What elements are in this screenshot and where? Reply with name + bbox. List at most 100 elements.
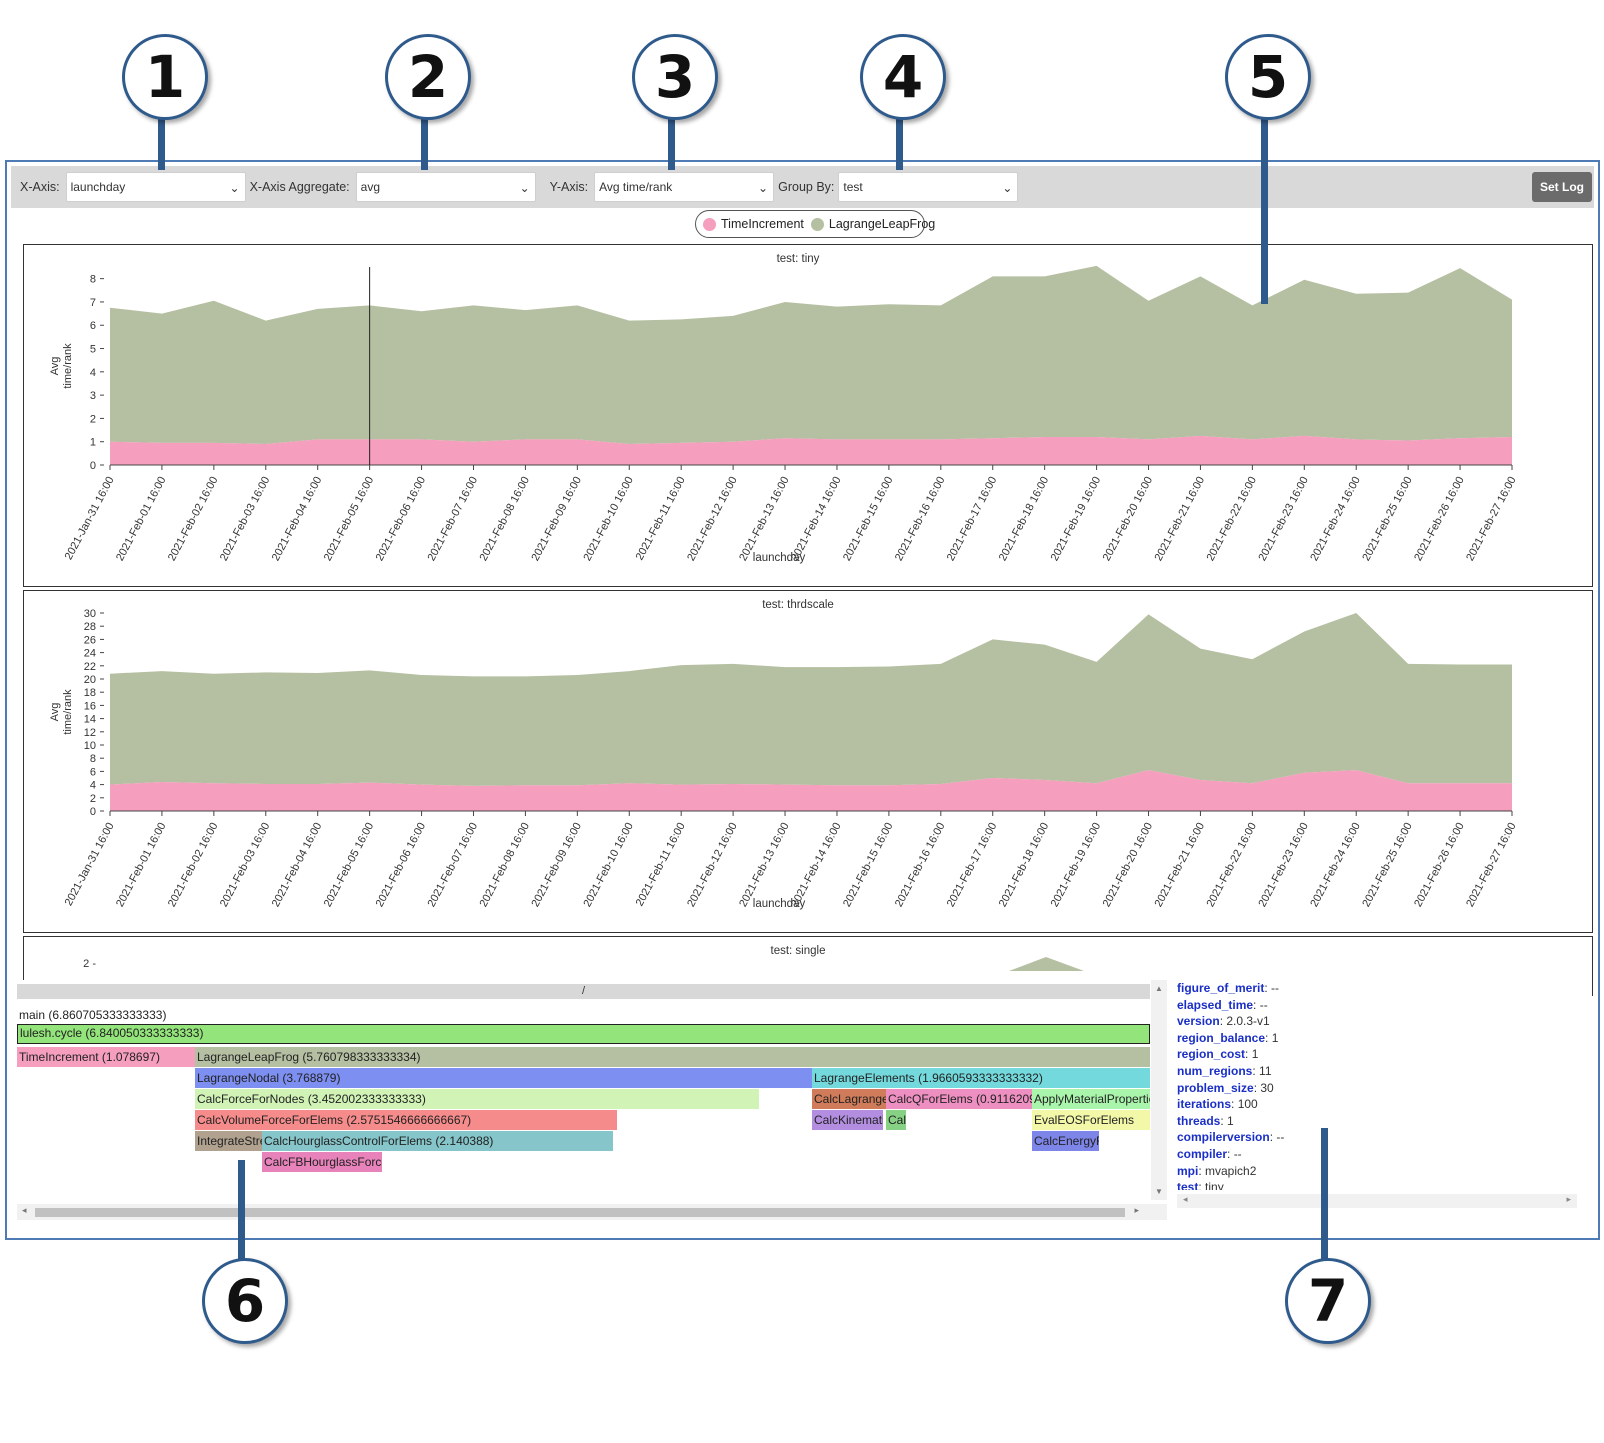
toolbar: X-Axis: launchday ⌄ X-Axis Aggregate: av… — [11, 166, 1594, 208]
x-tick: 2021-Feb-26 16:00 — [1412, 465, 1467, 563]
x-agg-select[interactable]: avg ⌄ — [355, 172, 536, 202]
flame-node[interactable]: CalcVolumeForceForElems (2.5751546666666… — [195, 1110, 617, 1130]
flame-node[interactable]: LagrangeElements (1.9660593333333332) — [812, 1068, 1150, 1088]
x-tick: 2021-Feb-09 16:00 — [529, 811, 584, 909]
scroll-left-icon[interactable]: ◂ — [1183, 1194, 1188, 1204]
scrollbar-thumb[interactable] — [35, 1208, 1125, 1217]
flame-node[interactable]: CalcKinematicsForElems — [812, 1110, 883, 1130]
legend-item-timeincrement[interactable]: TimeIncrement — [696, 217, 804, 231]
y-tick: 6 — [90, 766, 104, 778]
flame-node[interactable]: IntegrateStressForElems — [195, 1131, 262, 1151]
x-agg-label: X-Axis Aggregate: — [249, 180, 350, 194]
y-tick-label: 6 — [90, 766, 96, 778]
x-tick: 2021-Feb-07 16:00 — [426, 465, 480, 563]
y-tick: 7 — [90, 297, 104, 309]
x-tick-label: 2021-Feb-14 16:00 — [789, 475, 844, 563]
metadata-value: -- — [1271, 981, 1280, 995]
flame-node[interactable]: TimeIncrement (1.078697) — [17, 1047, 195, 1067]
legend-item-lagrangeleapfrog[interactable]: LagrangeLeapFrog — [804, 217, 935, 231]
flame-node[interactable]: Calc — [886, 1110, 906, 1130]
metadata-key: iterations — [1177, 1097, 1232, 1112]
y-tick-label: 10 — [84, 740, 96, 752]
x-tick-label: 2021-Feb-09 16:00 — [529, 821, 584, 909]
x-tick: 2021-Feb-17 16:00 — [945, 811, 999, 909]
flame-node[interactable]: LagrangeNodal (3.768879) — [195, 1068, 812, 1088]
y-axis-select[interactable]: Avg time/rank ⌄ — [594, 172, 775, 202]
chart-thrdscale: test: thrdscale0246810121416182022242628… — [49, 599, 1519, 910]
x-tick: 2021-Feb-18 16:00 — [997, 811, 1051, 909]
y-tick: 2 — [90, 413, 104, 425]
x-tick: 2021-Feb-17 16:00 — [945, 465, 999, 563]
metadata-row: test: tiny — [1177, 1179, 1592, 1190]
y-tick: 4 — [90, 367, 104, 379]
flame-vertical-scrollbar[interactable]: ▲ ▼ — [1151, 980, 1167, 1200]
flame-horizontal-scrollbar[interactable]: ◂ ▸ — [17, 1204, 1167, 1220]
metadata-value: 1 — [1251, 1047, 1259, 1062]
x-tick-label: 2021-Feb-15 16:00 — [841, 475, 896, 563]
legend-swatch — [703, 217, 716, 231]
x-tick-label: 2021-Feb-02 16:00 — [166, 821, 221, 909]
y-tick: 16 — [84, 700, 104, 712]
set-log-button[interactable]: Set Log — [1532, 172, 1592, 202]
x-tick: 2021-Feb-11 16:00 — [634, 465, 688, 562]
flame-node[interactable]: CalcEnergyForElems — [1032, 1131, 1099, 1151]
legend-swatch — [810, 217, 824, 231]
x-tick: 2021-Feb-25 16:00 — [1360, 811, 1415, 909]
scroll-down-icon[interactable]: ▼ — [1155, 1187, 1163, 1196]
x-tick-label: 2021-Feb-13 16:00 — [737, 475, 792, 563]
y-tick: 24 — [84, 648, 104, 660]
x-tick: 2021-Feb-13 16:00 — [737, 811, 792, 909]
x-tick-label: 2021-Feb-16 16:00 — [893, 821, 948, 909]
flame-breadcrumb[interactable]: / — [17, 984, 1150, 999]
x-tick-label: 2021-Feb-11 16:00 — [634, 821, 688, 909]
y-tick-label: 8 — [90, 274, 96, 286]
x-tick-label: 2021-Feb-14 16:00 — [789, 821, 844, 909]
metadata-key: mpi — [1177, 1163, 1199, 1178]
y-axis-label: Avgtime/rank — [49, 689, 74, 735]
x-tick-label: 2021-Feb-07 16:00 — [426, 821, 481, 909]
x-tick: 2021-Feb-03 16:00 — [218, 465, 272, 563]
scroll-left-icon[interactable]: ◂ — [22, 1205, 27, 1215]
x-tick: 2021-Feb-01 16:00 — [114, 465, 169, 563]
scroll-right-icon[interactable]: ▸ — [1566, 1194, 1571, 1204]
x-tick-label: 2021-Feb-06 16:00 — [374, 475, 429, 563]
scroll-right-icon[interactable]: ▸ — [1134, 1205, 1139, 1215]
callout-7: 7 — [1285, 1258, 1371, 1344]
series-area-lagrangeleapfrog[interactable] — [110, 613, 1512, 786]
x-tick: 2021-Feb-24 16:00 — [1308, 811, 1363, 909]
y-axis-label: Avgtime/rank — [49, 343, 74, 389]
x-tick: 2021-Feb-10 16:00 — [581, 465, 636, 563]
flame-node[interactable]: ApplyMaterialProperties — [1032, 1089, 1150, 1109]
scroll-up-icon[interactable]: ▲ — [1155, 984, 1163, 993]
flame-node[interactable]: EvalEOSForElems — [1032, 1110, 1150, 1130]
series-area-timeincrement[interactable] — [110, 435, 1512, 465]
x-tick-label: 2021-Feb-23 16:00 — [1256, 821, 1311, 909]
flame-node[interactable]: CalcQForElems (0.9116209) — [886, 1089, 1032, 1109]
flame-node[interactable]: CalcHourglassControlForElems (2.140388) — [262, 1131, 613, 1151]
metadata-value: 1 — [1271, 1030, 1279, 1045]
y-tick-label: 8 — [90, 753, 96, 765]
flame-node[interactable]: CalcForceForNodes (3.452002333333333) — [195, 1089, 759, 1109]
x-tick: 2021-Feb-03 16:00 — [218, 811, 272, 909]
x-tick: 2021-Feb-11 16:00 — [634, 811, 688, 908]
x-tick-label: 2021-Feb-12 16:00 — [685, 821, 740, 909]
x-tick: 2021-Feb-06 16:00 — [374, 811, 428, 909]
flame-node[interactable]: CalcLagrangeElements — [812, 1089, 886, 1109]
y-tick-label: 6 — [90, 320, 96, 332]
y-tick: 10 — [84, 740, 104, 752]
metadata-separator: : — [1198, 1163, 1206, 1178]
flame-node[interactable]: main (6.860705333333333) — [17, 1005, 1150, 1025]
metadata-row: region_balance: 1 — [1177, 1030, 1592, 1047]
x-tick: 2021-Feb-19 16:00 — [1049, 811, 1103, 909]
series-area-lagrangeleapfrog[interactable] — [110, 265, 1512, 445]
group-by-select[interactable]: test ⌄ — [838, 172, 1019, 202]
metadata-horizontal-scrollbar[interactable]: ◂ ▸ — [1177, 1194, 1577, 1208]
x-axis-select[interactable]: launchday ⌄ — [65, 172, 246, 202]
metadata-key: test — [1177, 1180, 1199, 1190]
flame-node[interactable]: lulesh.cycle (6.840050333333333) — [17, 1024, 1150, 1044]
flame-node[interactable]: LagrangeLeapFrog (5.760798333333334) — [195, 1047, 1150, 1067]
metadata-key: figure_of_merit — [1177, 981, 1265, 995]
x-tick-label: 2021-Feb-10 16:00 — [581, 821, 636, 909]
series-area-timeincrement[interactable] — [110, 770, 1512, 811]
flame-node[interactable]: CalcFBHourglassForceForElems — [262, 1152, 382, 1172]
